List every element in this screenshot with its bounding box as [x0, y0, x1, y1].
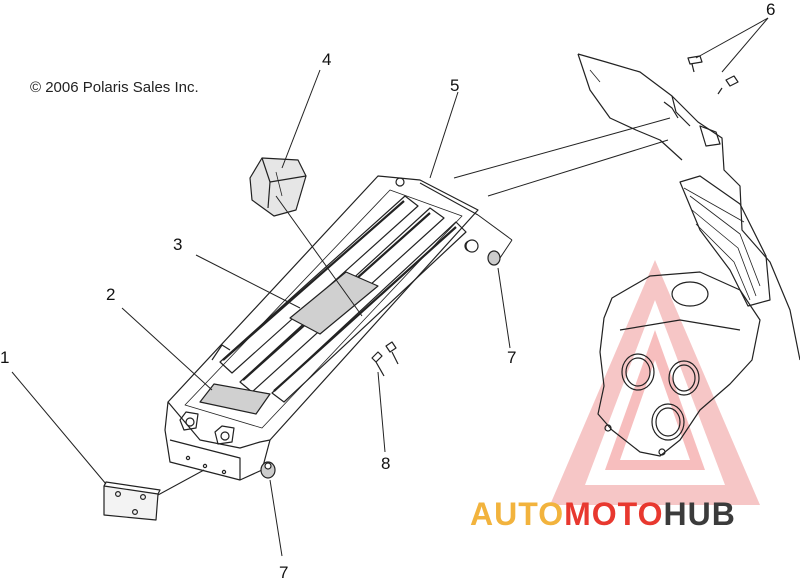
callout-6: 6: [766, 0, 776, 19]
callout-7-lower: 7: [279, 563, 289, 582]
bracket-part-1: [103, 481, 161, 521]
callout-1: 1: [0, 348, 10, 367]
callout-2: 2: [106, 285, 116, 304]
watermark-part-2: MOTO: [564, 496, 664, 532]
copyright-text: © 2006 Polaris Sales Inc.: [30, 79, 199, 96]
watermark-text: AUTOMOTOHUB: [470, 496, 736, 533]
watermark-part-3: HUB: [663, 496, 736, 532]
decal-part-2: [199, 383, 271, 415]
callout-3: 3: [173, 235, 183, 254]
skid-plate-part-5: [164, 175, 479, 481]
callout-8: 8: [381, 454, 391, 473]
screw-part-6: [687, 55, 739, 95]
pin-part-8: [371, 341, 399, 377]
callout-7-upper: 7: [507, 348, 517, 367]
decal-part-3: [289, 271, 379, 335]
callout-4: 4: [322, 50, 332, 69]
watermark-logo: [550, 260, 760, 505]
callout-5: 5: [450, 76, 460, 95]
leader-lines: [11, 17, 769, 557]
frame-assembly: [577, 53, 800, 457]
bumper-pad-part-4: [249, 157, 307, 217]
watermark-part-1: AUTO: [470, 496, 565, 532]
grommet-part-7: [260, 239, 501, 479]
